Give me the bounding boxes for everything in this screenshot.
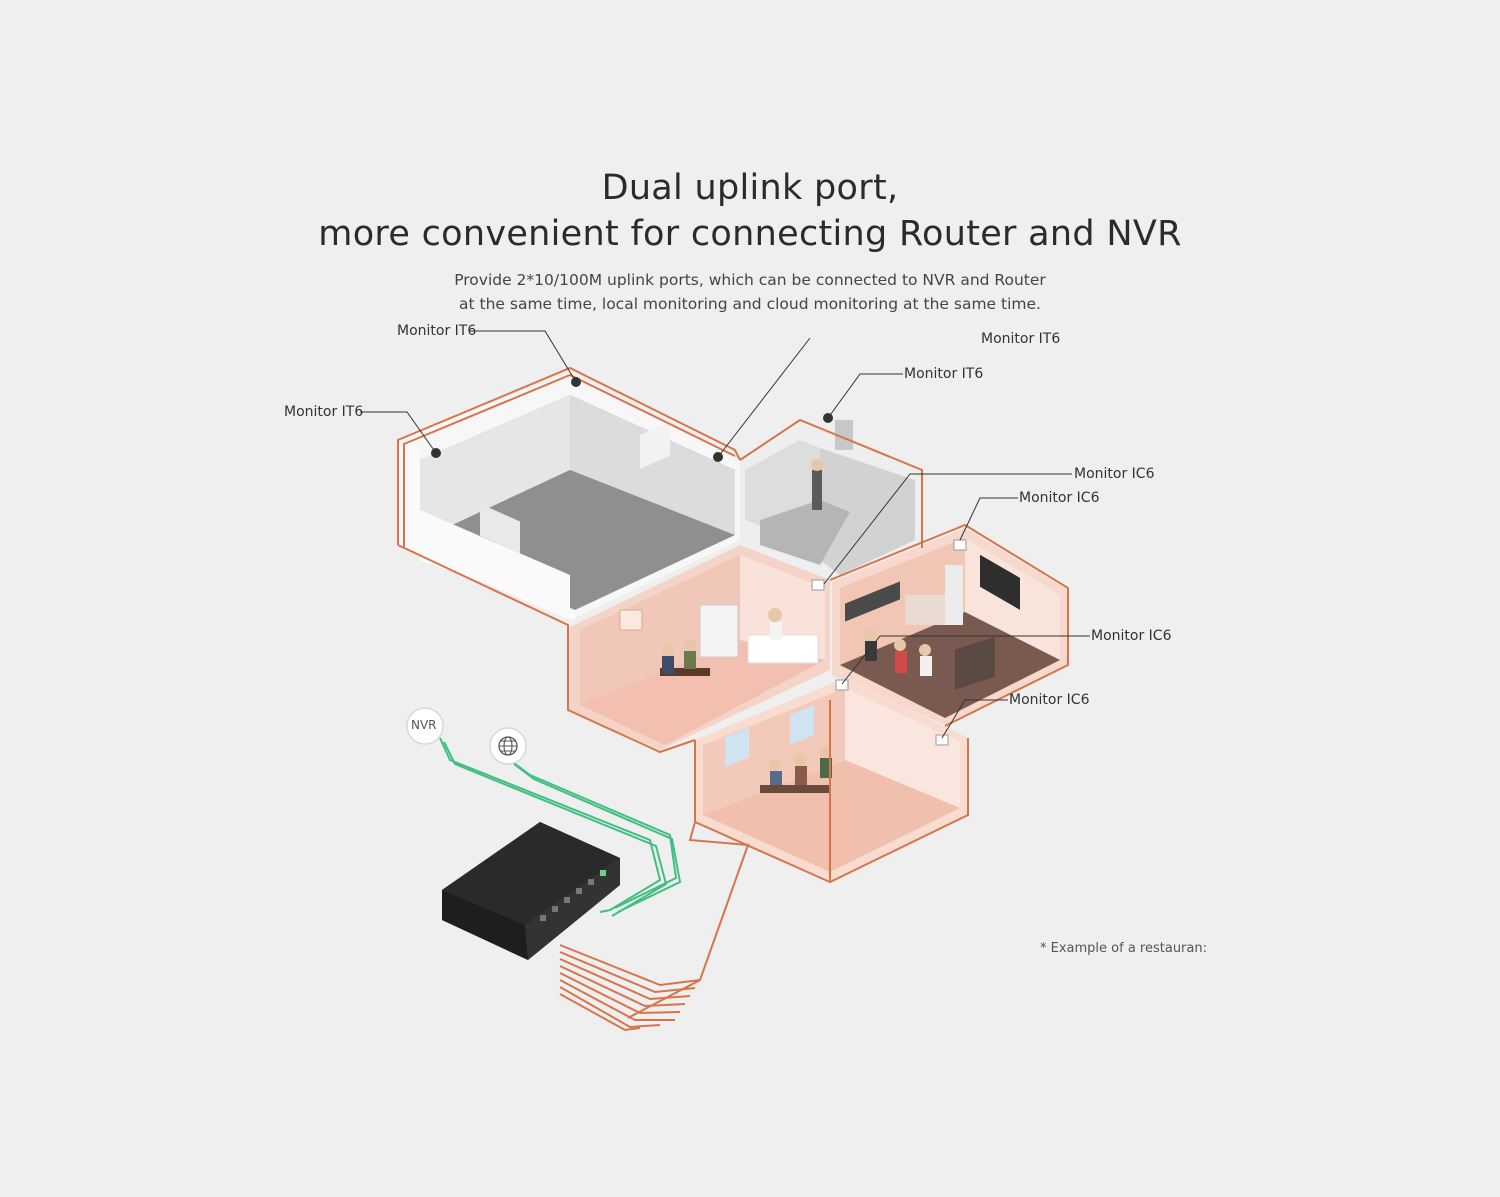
- poe-cables: [397, 366, 1069, 1019]
- camera-label-it6-top: Monitor IT6: [397, 323, 477, 339]
- page-title-line-2: more convenient for connecting Router an…: [318, 214, 1182, 254]
- camera-label-ic6-2: Monitor IC6: [1019, 490, 1100, 506]
- camera-label-it6-kitchen: Monitor IT6: [904, 366, 984, 382]
- subtitle-line-1: Provide 2*10/100M uplink ports, which ca…: [454, 271, 1046, 289]
- kitchen-room: [740, 420, 920, 580]
- bakery-room: [568, 545, 830, 750]
- page-title-line-1: Dual uplink port,: [601, 168, 899, 208]
- nvr-node: [406, 707, 444, 745]
- cafe-room: [832, 528, 1068, 725]
- cube-camera-icons: [811, 539, 967, 746]
- subtitle-line-2: at the same time, local monitoring and c…: [459, 295, 1041, 313]
- globe-icon: [489, 727, 527, 765]
- camera-label-ic6-4: Monitor IC6: [1009, 692, 1090, 708]
- label-leader-lines: [360, 330, 1090, 739]
- uplink-cables: [439, 737, 682, 917]
- dining-room-gray: [398, 372, 740, 620]
- camera-label-it6-right: Monitor IT6: [981, 331, 1061, 347]
- camera-label-ic6-1: Monitor IC6: [1074, 466, 1155, 482]
- nvr-label: NVR: [411, 718, 437, 732]
- dining-room-pink: [695, 678, 968, 880]
- poe-switch: [442, 822, 620, 960]
- switch-poe-bundle: [559, 944, 701, 1032]
- camera-label-ic6-3: Monitor IC6: [1091, 628, 1172, 644]
- footnote: * Example of a restauran:: [1040, 941, 1207, 956]
- camera-label-it6-left: Monitor IT6: [284, 404, 364, 420]
